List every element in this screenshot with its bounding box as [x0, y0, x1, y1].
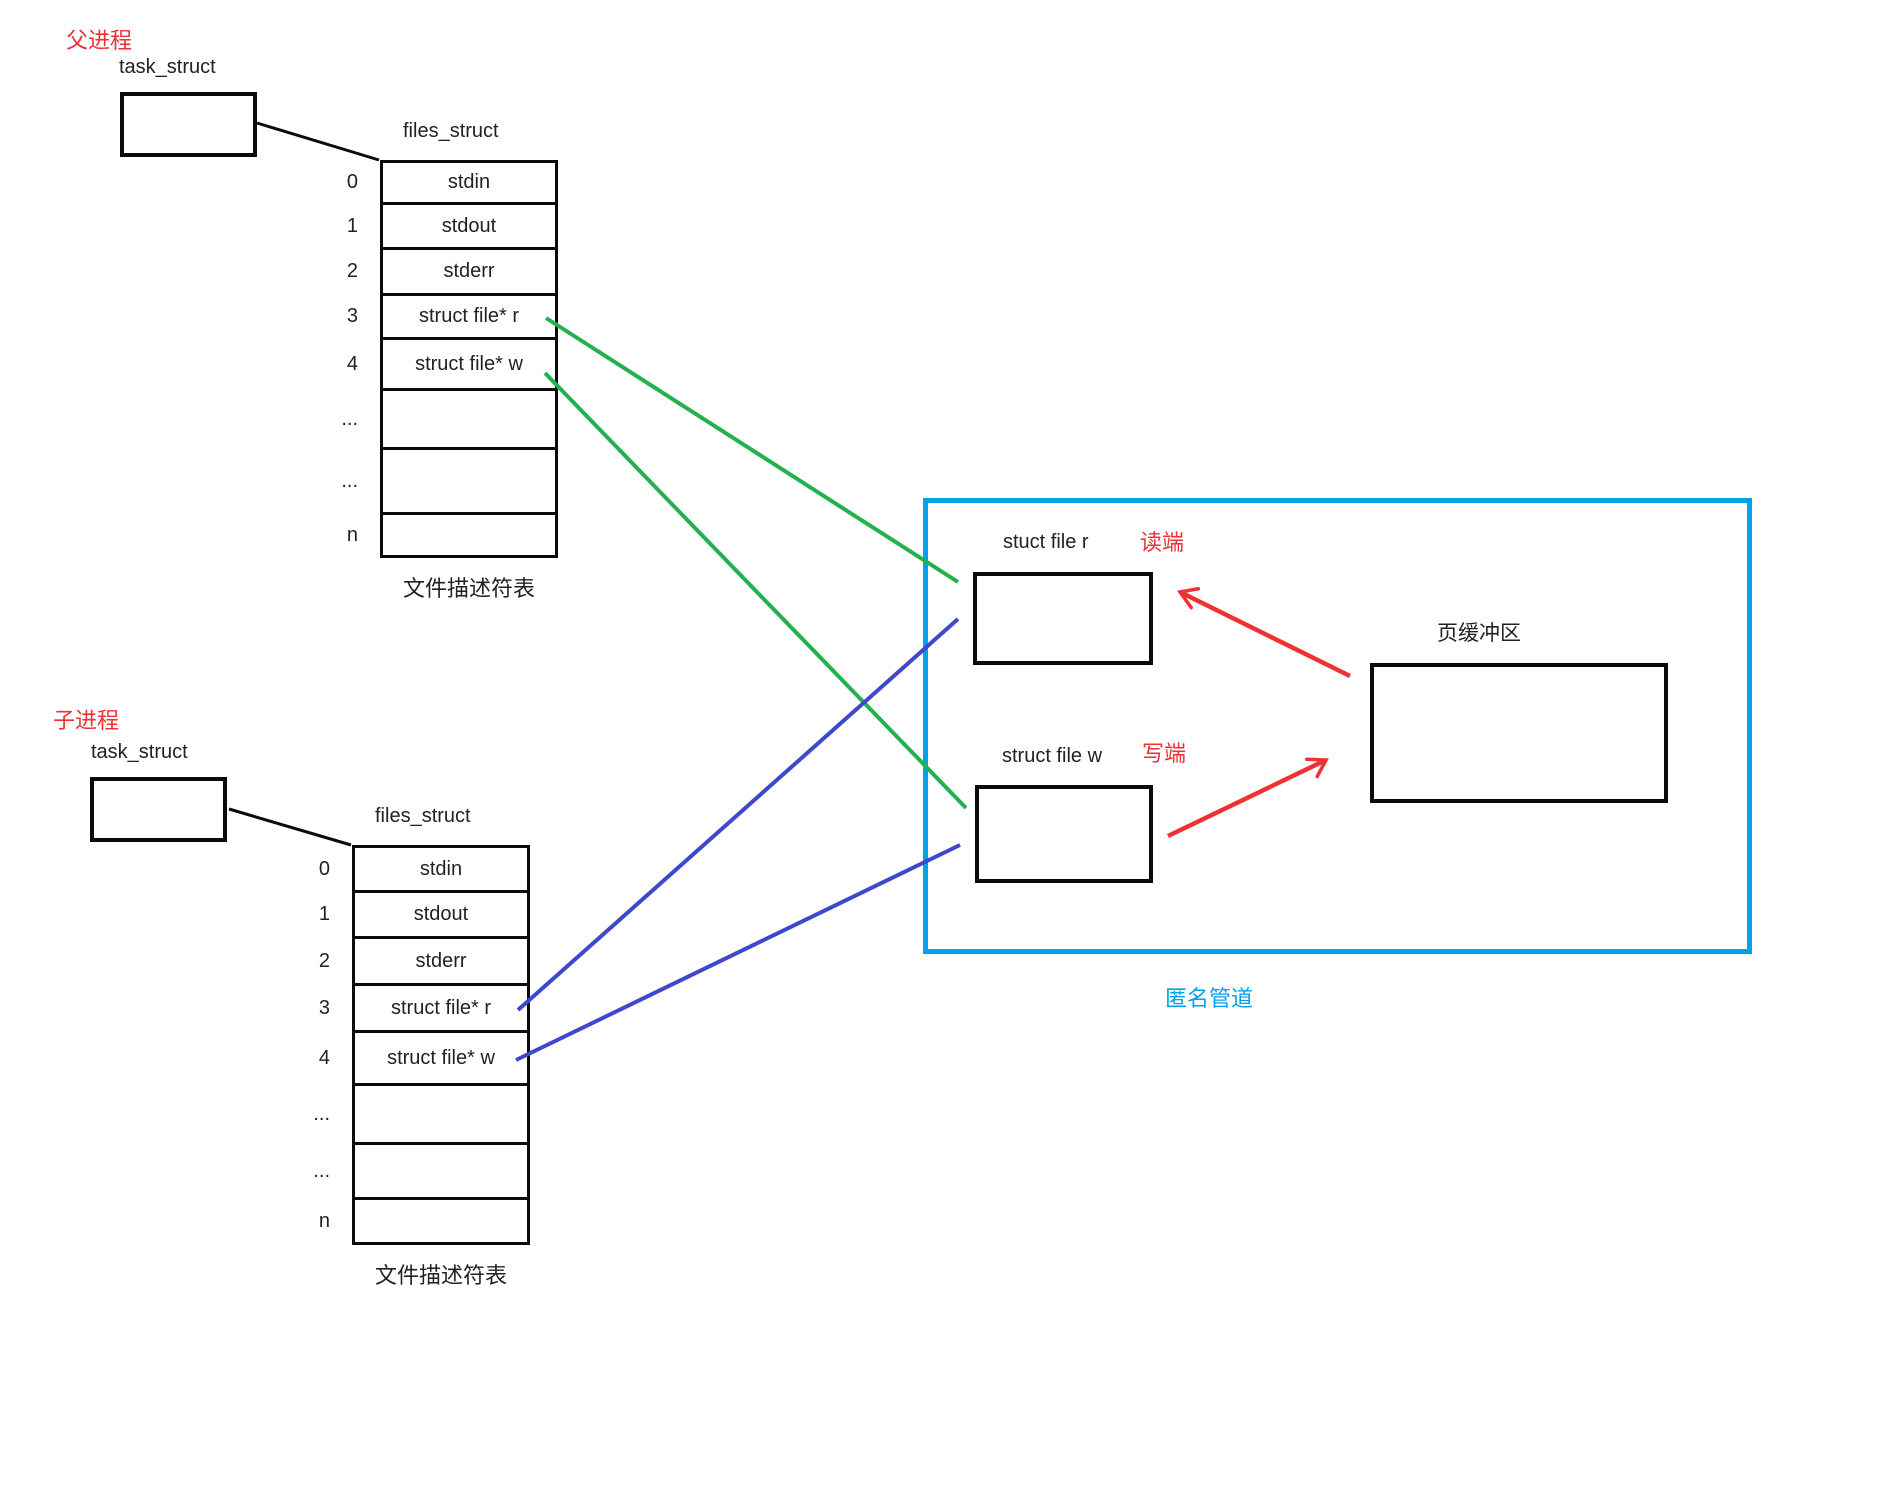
fd-cell [380, 447, 558, 515]
page-buffer-label: 页缓冲区 [1437, 622, 1521, 645]
child-files-struct-label: files_struct [375, 805, 471, 827]
fd-index: 4 [346, 352, 358, 375]
fd-index: ... [341, 469, 358, 492]
fd-cell: struct file* w [352, 1030, 530, 1086]
fd-cell: stdout [352, 890, 530, 939]
parent-table-caption: 文件描述符表 [402, 576, 535, 601]
fd-cell [352, 1142, 530, 1200]
fd-index: n [346, 523, 358, 546]
table-row: ... [292, 1142, 530, 1200]
parent-process-label: 父进程 [66, 28, 133, 53]
pipe-read-file-box [973, 572, 1153, 665]
table-row: 1 stdout [292, 890, 530, 939]
child-fd-table: 0 stdin 1 stdout 2 stderr 3 struct file*… [292, 845, 530, 1245]
fd-cell [352, 1083, 530, 1145]
child-task-struct-box [90, 777, 227, 842]
table-row: ... [292, 1083, 530, 1145]
table-row: 0 stdin [292, 845, 530, 893]
pipe-write-file-box [975, 785, 1153, 883]
parent-read-pointer-line [544, 316, 960, 584]
fd-index: 0 [318, 857, 330, 880]
table-row: 2 stderr [320, 247, 558, 296]
parent-task-to-table-line [256, 121, 380, 162]
child-table-caption: 文件描述符表 [374, 1263, 507, 1288]
child-read-pointer-line [516, 617, 960, 1012]
table-row: 4 struct file* w [292, 1030, 530, 1086]
table-row: 0 stdin [320, 160, 558, 205]
parent-write-pointer-line [543, 371, 968, 810]
fd-cell: stdout [380, 202, 558, 250]
fd-index: 2 [318, 949, 330, 972]
table-row: 3 struct file* r [292, 983, 530, 1033]
fd-index: 1 [346, 214, 358, 237]
pipe-read-end-label: 读端 [1140, 530, 1185, 555]
fd-index: 4 [318, 1046, 330, 1069]
fd-cell: struct file* r [352, 983, 530, 1033]
table-row: 1 stdout [320, 202, 558, 250]
table-row: n [292, 1197, 530, 1245]
fd-index: ... [341, 407, 358, 430]
fd-index: 1 [318, 903, 330, 925]
table-row: 4 struct file* w [320, 337, 558, 391]
fd-cell [380, 388, 558, 450]
parent-fd-table: 0 stdin 1 stdout 2 stderr 3 struct file*… [320, 160, 558, 558]
table-row: n [320, 512, 558, 558]
pipe-read-file-label: stuct file r [1003, 531, 1089, 553]
parent-files-struct-label: files_struct [403, 120, 499, 142]
fd-cell: stderr [352, 936, 530, 986]
fd-cell: struct file* r [380, 293, 558, 340]
table-row: ... [320, 388, 558, 450]
fd-cell: stdin [352, 845, 530, 893]
fd-cell: struct file* w [380, 337, 558, 391]
pipe-write-file-label: struct file w [1002, 745, 1103, 767]
fd-index: 3 [346, 305, 358, 327]
child-write-pointer-line [515, 843, 961, 1062]
child-process-label: 子进程 [53, 708, 120, 733]
parent-task-struct-label: task_struct [119, 56, 216, 78]
child-task-to-table-line [228, 807, 352, 847]
table-row: ... [320, 447, 558, 515]
fd-index: n [318, 1209, 330, 1232]
table-row: 3 struct file* r [320, 293, 558, 340]
fd-index: 0 [346, 171, 358, 193]
fd-cell: stderr [380, 247, 558, 296]
fd-cell [352, 1197, 530, 1245]
table-row: 2 stderr [292, 936, 530, 986]
fd-cell: stdin [380, 160, 558, 205]
fd-index: ... [313, 1159, 330, 1182]
anonymous-pipe-label: 匿名管道 [1165, 986, 1254, 1011]
child-task-struct-label: task_struct [91, 741, 188, 763]
fd-index: 3 [318, 996, 330, 1019]
parent-task-struct-box [120, 92, 257, 157]
fd-index: 2 [346, 260, 358, 282]
fd-index: ... [313, 1102, 330, 1125]
fd-cell [380, 512, 558, 558]
pipe-write-end-label: 写端 [1142, 741, 1187, 766]
page-buffer-box [1370, 663, 1668, 803]
